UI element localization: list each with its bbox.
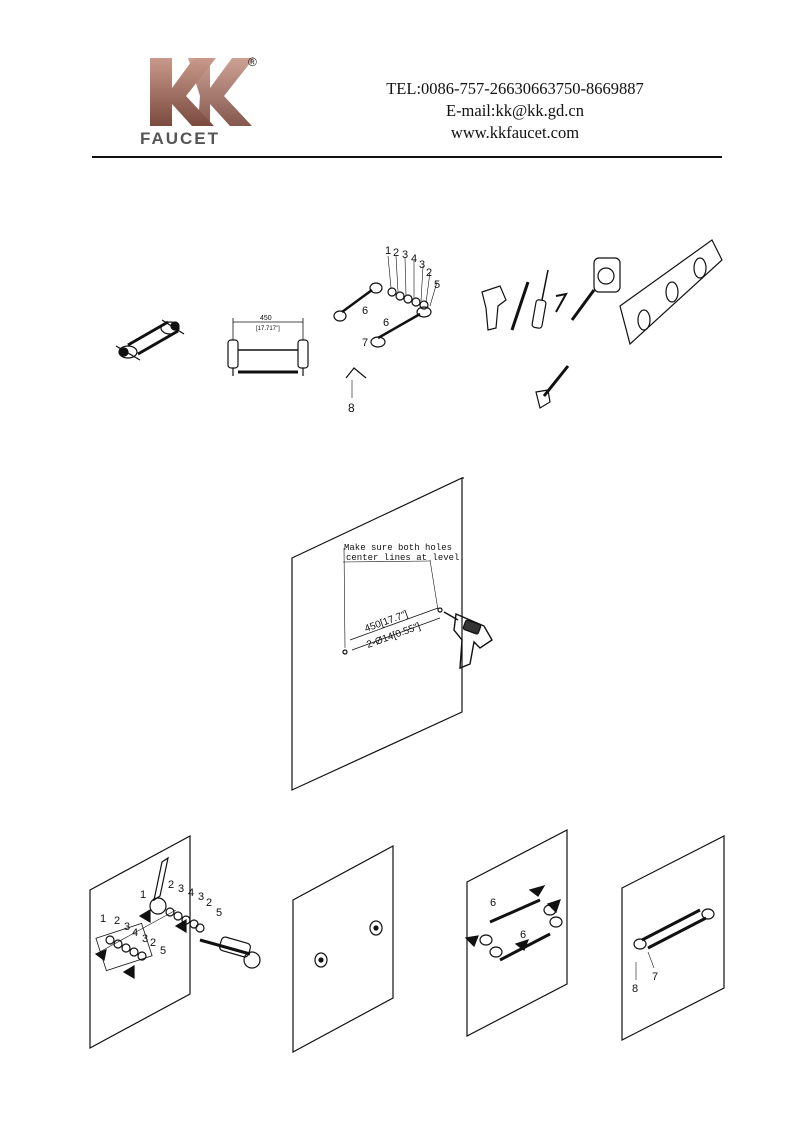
step1-lower-number: 2 [114,915,120,927]
contact-tel: TEL:0086-757-26630663750-8669887 [386,79,644,98]
logo-k-right [188,58,254,126]
step2-panel [292,844,394,1054]
step1-panel: 1 2 3 4 3 2 5 1 2 3 4 3 2 5 [89,834,261,1050]
step4-label: 8 [632,983,638,995]
drilling-note-line2: center lines at level. [346,553,465,563]
part-number-3b: 3 [419,259,425,271]
dim-inch: [17.717"] [256,326,280,332]
registered-mark: ® [248,55,257,69]
contact-web: www.kkfaucet.com [450,123,580,142]
step1-lower-number: 2 [150,937,156,949]
step1-upper-number: 2 [206,897,212,909]
step1-lower-number: 3 [124,921,130,933]
step3-panel: 6 6 [464,829,568,1037]
drill-icon [443,611,493,670]
part-number-6b: 6 [383,317,389,329]
step1-upper-number: 2 [168,879,174,891]
step1-upper-number: 3 [178,883,184,895]
step1-upper-number: 3 [198,891,204,903]
step1-lower-number: 4 [132,927,138,939]
part-number-2b: 2 [426,267,432,279]
step1-upper-number: 4 [188,887,194,899]
dim-width: 450 [260,315,272,322]
part-number-6a: 6 [362,305,368,317]
part-number-4: 4 [411,253,417,265]
part-number-2: 2 [393,247,399,259]
drill-icon [481,285,507,331]
tools [481,239,723,409]
step3-label: 6 [520,929,526,941]
header-divider [92,156,722,158]
drilling-note-line1: Make sure both holes [344,543,452,553]
drilling-panel: Make sure both holes center lines at lev… [291,477,493,791]
part-number-1: 1 [385,245,391,257]
part-number-7: 7 [362,337,368,349]
step3-label: 6 [490,897,496,909]
brand-logo: ® FAUCET [136,50,266,148]
contact-email: E-mail:kk@kk.gd.cn [445,101,584,120]
logo-subtitle: FAUCET [140,129,220,148]
exploded-parts: 1 2 3 4 3 2 5 6 6 7 8 [333,245,440,415]
product-illustration [115,319,185,361]
contact-block: TEL:0086-757-26630663750-8669887 E-mail:… [340,78,690,144]
step1-upper-number: 1 [140,889,146,901]
product-front-view: 450 [17.717"] [227,315,309,376]
step1-lower-number: 1 [100,913,106,925]
step4-label: 7 [652,971,658,983]
part-number-3: 3 [402,249,408,261]
step4-panel: 8 7 [621,835,725,1041]
step1-lower-number: 5 [160,945,166,957]
part-number-5: 5 [434,279,440,291]
step1-lower-number: 3 [142,933,148,945]
step1-upper-number: 5 [216,907,222,919]
part-number-8: 8 [348,401,355,415]
